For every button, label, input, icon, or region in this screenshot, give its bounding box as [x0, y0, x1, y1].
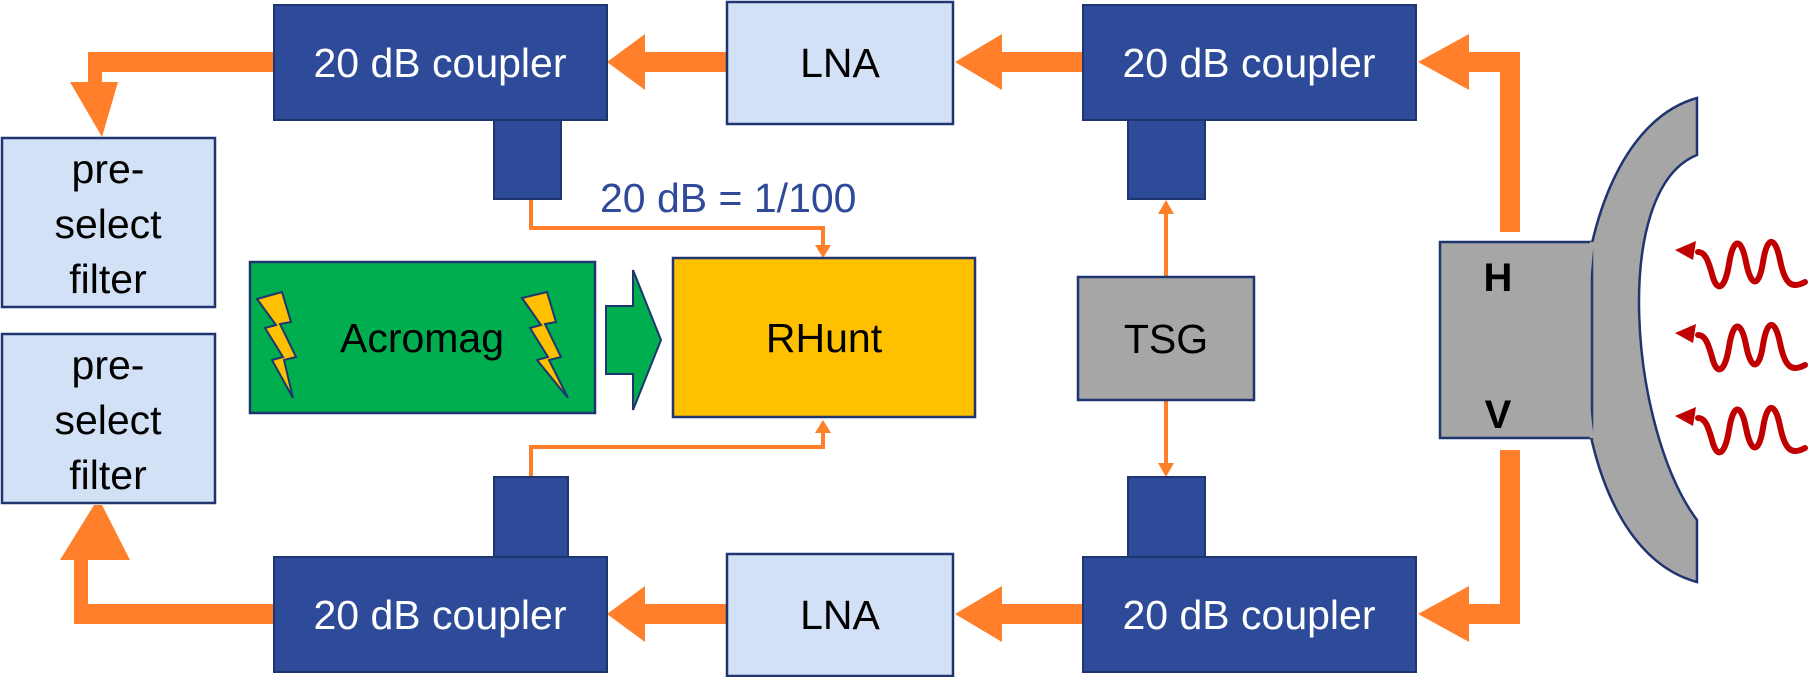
lna-label: LNA	[800, 592, 880, 638]
tsg-line-down	[1158, 400, 1174, 477]
filter-label-line: pre-	[72, 146, 145, 192]
arrow-coupler-to-filter-bottom	[60, 505, 275, 624]
arrow-v-to-coupler-bottom-right	[1418, 450, 1520, 642]
arrow-coupler-to-lna-top	[955, 34, 1083, 90]
tsg-line-up	[1158, 200, 1174, 277]
coupler-port	[1127, 476, 1206, 558]
coupled-line-bottom-to-rhunt	[529, 420, 831, 476]
coupler-label: 20 dB coupler	[1122, 40, 1375, 86]
antenna[interactable]: H V	[1438, 96, 1699, 584]
acromag-label: Acromag	[340, 315, 504, 361]
lightning-bolt-icon	[255, 290, 298, 399]
rhunt-label: RHunt	[766, 315, 883, 361]
arrow-h-to-coupler-top-right	[1418, 34, 1520, 232]
rf-wave-icon	[1675, 238, 1808, 290]
rhunt-block[interactable]: RHunt	[671, 256, 977, 419]
preselect-filter-bottom[interactable]: pre- select filter	[0, 332, 217, 505]
coupled-line-top-to-rhunt	[529, 200, 831, 258]
coupler-port	[493, 476, 569, 558]
tsg-block[interactable]: TSG	[1076, 275, 1256, 402]
coupler-top-right[interactable]: 20 dB coupler	[1082, 4, 1417, 200]
coupler-top-left[interactable]: 20 dB coupler	[273, 4, 608, 200]
coupler-label: 20 dB coupler	[1122, 592, 1375, 638]
preselect-filter-top[interactable]: pre- select filter	[0, 136, 217, 309]
arrow-coupler-to-lna-bottom	[955, 586, 1083, 642]
arrow-lna-to-coupler-bottom	[607, 586, 727, 642]
coupler-label: 20 dB coupler	[313, 40, 566, 86]
rf-wave-icon	[1675, 404, 1808, 456]
dish-reflector	[1579, 96, 1699, 584]
tsg-label: TSG	[1124, 316, 1208, 362]
filter-label-line: select	[54, 201, 162, 247]
lightning-bolt-icon	[520, 290, 569, 399]
coupler-bottom-left[interactable]: 20 dB coupler	[273, 476, 608, 673]
filter-label-line: select	[54, 397, 162, 443]
arrow-acromag-to-rhunt	[605, 269, 663, 411]
acromag-block[interactable]: Acromag	[248, 260, 597, 415]
lna-top[interactable]: LNA	[725, 0, 955, 126]
coupler-label: 20 dB coupler	[313, 592, 566, 638]
filter-label-line: pre-	[72, 342, 145, 388]
feed-horn	[1438, 240, 1594, 440]
arrow-lna-to-coupler-top	[607, 34, 727, 90]
lna-label: LNA	[800, 40, 880, 86]
filter-label-line: filter	[69, 452, 146, 498]
rf-wave-icon	[1675, 321, 1808, 373]
feed-h-label: H	[1484, 256, 1513, 300]
lna-bottom[interactable]: LNA	[725, 552, 955, 677]
coupler-port	[493, 119, 562, 200]
feed-v-label: V	[1485, 393, 1512, 437]
annotation-20db: 20 dB = 1/100	[600, 175, 856, 221]
arrow-coupler-to-filter-top	[70, 52, 275, 137]
filter-label-line: filter	[69, 256, 146, 302]
coupler-bottom-right[interactable]: 20 dB coupler	[1082, 476, 1417, 673]
coupler-port	[1127, 119, 1206, 200]
